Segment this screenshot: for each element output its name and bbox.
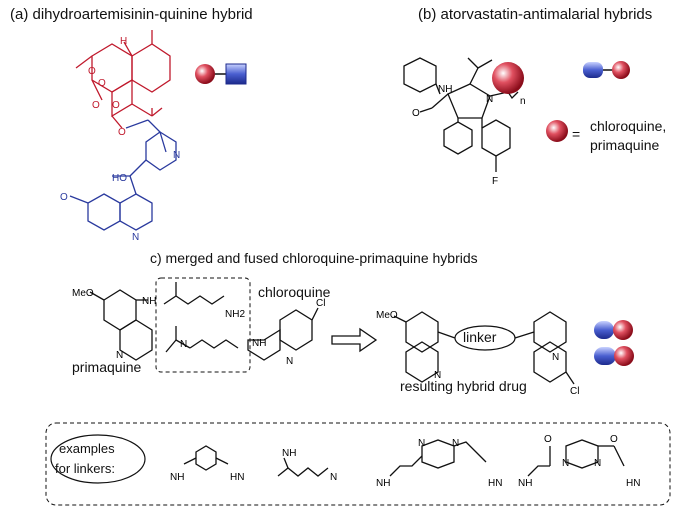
panel-b-title: (b) atorvastatin-antimalarial hybrids — [418, 6, 653, 23]
legend-equals: = — [572, 126, 581, 142]
panel-c-title: c) merged and fused chloroquine-primaqui… — [150, 250, 478, 266]
atom-NH-amide: NH — [438, 84, 452, 95]
atom-MeO-primaquine: MeO — [72, 288, 94, 299]
primaquine-scaffold: MeO NH N — [72, 288, 156, 361]
atom-MeO-hybrid: MeO — [376, 310, 398, 321]
atom-Cl-chloroquine: Cl — [316, 298, 325, 309]
atom-O-2: O — [98, 78, 106, 89]
atom-HN-linker1: HN — [230, 472, 244, 483]
legend-chloroquine-text: chloroquine, — [590, 118, 667, 134]
atom-F: F — [492, 176, 498, 187]
atom-HN-linker3: HN — [488, 478, 502, 489]
atom-N-hybrid-1: N — [434, 370, 441, 381]
atom-N-linker3b: N — [452, 438, 459, 449]
atom-n-subscript: n — [520, 96, 526, 107]
atom-N-diethyl: N — [180, 339, 187, 350]
chloroquine-scaffold: NH Cl N — [247, 298, 325, 367]
atom-N-hybrid-2: N — [552, 352, 559, 363]
atom-NH-linker4: NH — [518, 478, 532, 489]
linkers-oval — [50, 434, 146, 484]
atom-NH-linker2: NH — [282, 448, 296, 459]
atom-N-linker2: N — [330, 472, 337, 483]
atom-O-amide: O — [412, 108, 420, 119]
atom-NH-chloroquine: NH — [252, 338, 266, 349]
atorvastatin-scaffold: NH O N n F — [403, 57, 526, 187]
legend-primaquine-text: primaquine — [590, 137, 660, 153]
atom-O-linker4b: O — [610, 434, 618, 445]
atom-O-4: O — [112, 100, 120, 111]
atom-HO: HO — [112, 173, 127, 184]
atom-N-primaquine: N — [116, 350, 123, 361]
atom-Cl-hybrid: Cl — [570, 386, 579, 397]
atom-NH2: NH2 — [225, 309, 245, 320]
atom-HN-linker4: HN — [626, 478, 640, 489]
panel-a-hybrid-icon — [195, 63, 247, 85]
atom-N-pyrrole: N — [486, 94, 493, 105]
atom-N-chloroquine: N — [286, 356, 293, 367]
panel-b-hybrid-icon — [583, 61, 630, 79]
linker-label: linker — [463, 329, 497, 345]
atom-O-1: O — [88, 66, 96, 77]
atom-NH-primaquine: NH — [142, 296, 156, 307]
linker-pentyl: NH N — [277, 448, 337, 483]
chloroquine-label: chloroquine — [258, 284, 331, 300]
panel-b-antimalarial-ball — [492, 62, 524, 94]
atom-NH-linker1: NH — [170, 472, 184, 483]
atom-O-linker4a: O — [544, 434, 552, 445]
shared-sidechain: NH2 N — [163, 282, 245, 353]
dha-scaffold: H O O O O O — [75, 30, 171, 138]
merged-hybrid-icon — [594, 320, 633, 340]
linkers-oval-line1: examples — [59, 441, 115, 456]
legend-ball — [546, 120, 568, 142]
linker-piperazine-propyl: NH N N HN — [376, 438, 502, 489]
quinine-scaffold: N HO N O — [60, 119, 180, 243]
atom-N-linker4a: N — [562, 458, 569, 469]
resulting-hybrid-label: resulting hybrid drug — [400, 378, 527, 394]
atom-O-5: O — [118, 127, 126, 138]
atom-N-quinoline: N — [132, 232, 139, 243]
panel-a-title: (a) dihydroartemisinin-quinine hybrid — [10, 6, 253, 23]
atom-O-methoxy: O — [60, 192, 68, 203]
atom-N-linker3a: N — [418, 438, 425, 449]
atom-H: H — [120, 36, 127, 47]
atom-NH-linker3: NH — [376, 478, 390, 489]
linkers-oval-line2: for linkers: — [55, 461, 115, 476]
linker-oval — [454, 325, 516, 351]
atom-N-linker4b: N — [594, 458, 601, 469]
reaction-arrow — [331, 327, 378, 353]
fused-hybrid-icon — [594, 346, 634, 366]
linker-xylyl: NH HN — [170, 445, 244, 483]
shared-sidechain-box — [155, 277, 251, 373]
primaquine-label: primaquine — [72, 359, 142, 375]
linker-piperazine-amide: O O N N NH HN — [518, 434, 640, 489]
atom-N-quinuclidine: N — [173, 150, 180, 161]
atom-O-3: O — [92, 100, 100, 111]
linkers-box — [45, 422, 671, 506]
fused-hybrid-scaffold: MeO N Cl N — [376, 310, 579, 397]
